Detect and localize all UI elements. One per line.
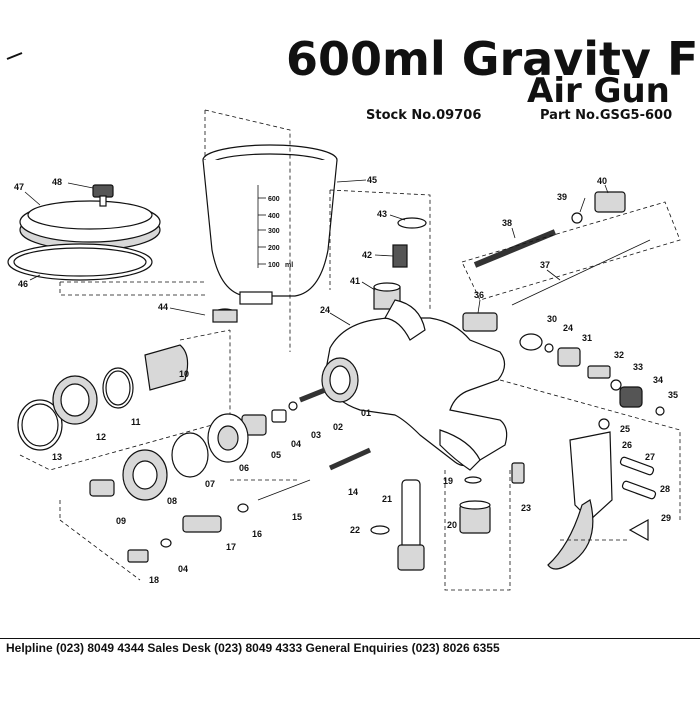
callout-30: 30 xyxy=(547,314,557,324)
callout-23: 23 xyxy=(521,503,531,513)
callout-29: 29 xyxy=(661,513,671,523)
callout-48: 48 xyxy=(52,177,62,187)
lid-gasket xyxy=(7,243,153,281)
footer: Helpline (023) 8049 4344 Sales Desk (023… xyxy=(0,638,700,701)
callout-32: 32 xyxy=(614,350,624,360)
callout-19: 19 xyxy=(443,476,453,486)
callout-34: 34 xyxy=(653,375,663,385)
filter-parts xyxy=(373,217,427,310)
callout-08: 08 xyxy=(167,496,177,506)
callout-02: 02 xyxy=(333,422,343,432)
callout-24b: 24 xyxy=(563,323,573,333)
callout-04b: 04 xyxy=(178,564,188,574)
callout-06: 06 xyxy=(239,463,249,473)
callout-27: 27 xyxy=(645,452,655,462)
part-40 xyxy=(594,191,626,213)
callout-labels: 47 48 46 45 44 43 42 41 24 40 39 38 37 3… xyxy=(14,175,678,585)
cup-mark-600: 600 xyxy=(268,196,280,203)
leader-lines xyxy=(24,179,609,326)
cup-mark-300: 300 xyxy=(268,228,280,235)
callout-11: 11 xyxy=(131,417,141,427)
callout-22: 22 xyxy=(350,525,360,535)
callout-37: 37 xyxy=(540,260,550,270)
air-cap-assembly xyxy=(17,344,189,451)
callout-42: 42 xyxy=(362,250,372,260)
part-21 xyxy=(401,479,421,556)
callout-01: 01 xyxy=(361,408,371,418)
callout-24a: 24 xyxy=(320,305,330,315)
callout-04a: 04 xyxy=(291,439,301,449)
callout-28: 28 xyxy=(660,484,670,494)
callout-26: 26 xyxy=(622,440,632,450)
cup-mark-200: 200 xyxy=(268,245,280,252)
callout-16: 16 xyxy=(252,529,262,539)
title-line-1: 600ml Gravity Feed xyxy=(286,32,696,78)
part-36 xyxy=(462,312,498,332)
callout-38: 38 xyxy=(502,218,512,228)
footer-contacts: Helpline (023) 8049 4344 Sales Desk (023… xyxy=(6,641,500,655)
title-line-2: Air Gun xyxy=(527,71,670,111)
cup-mark-400: 400 xyxy=(268,213,280,220)
corner-mark xyxy=(6,48,24,66)
callout-45: 45 xyxy=(367,175,377,185)
callout-25: 25 xyxy=(620,424,630,434)
callout-21: 21 xyxy=(382,494,392,504)
callout-12: 12 xyxy=(96,432,106,442)
callout-41: 41 xyxy=(350,276,360,286)
callout-13: 13 xyxy=(52,452,62,462)
part-number: Part No.GSG5-600 xyxy=(540,108,673,123)
callout-09: 09 xyxy=(116,516,126,526)
cup-mark-100: 100 xyxy=(268,262,280,269)
callout-35: 35 xyxy=(668,390,678,400)
callout-15: 15 xyxy=(292,512,302,522)
callout-14: 14 xyxy=(348,487,358,497)
callout-20: 20 xyxy=(447,520,457,530)
paint-cup: 600 400 300 200 100 ml xyxy=(202,144,338,323)
cup-lid xyxy=(19,184,161,251)
callout-46: 46 xyxy=(18,279,28,289)
callout-36: 36 xyxy=(474,290,484,300)
callout-44: 44 xyxy=(158,302,168,312)
gun-body xyxy=(321,299,508,471)
callout-18: 18 xyxy=(149,575,159,585)
callout-47: 47 xyxy=(14,182,24,192)
stock-number: Stock No.09706 xyxy=(366,108,482,123)
callout-39: 39 xyxy=(557,192,567,202)
callout-07: 07 xyxy=(205,479,215,489)
callout-40: 40 xyxy=(597,176,607,186)
callout-31: 31 xyxy=(582,333,592,343)
cup-mark-unit: ml xyxy=(285,262,293,269)
callout-10: 10 xyxy=(179,369,189,379)
callout-05: 05 xyxy=(271,450,281,460)
trigger-bracket xyxy=(547,418,657,570)
callout-03: 03 xyxy=(311,430,321,440)
callout-43: 43 xyxy=(377,209,387,219)
callout-17: 17 xyxy=(226,542,236,552)
callout-33: 33 xyxy=(633,362,643,372)
